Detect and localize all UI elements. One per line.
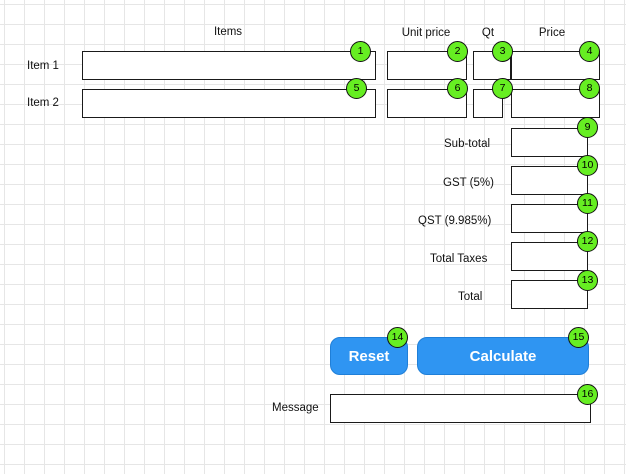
badge-12: 12 xyxy=(577,231,598,252)
qst-label: QST (9.985%) xyxy=(418,215,492,227)
header-qt: Qt xyxy=(481,27,495,39)
badge-5: 5 xyxy=(346,78,367,99)
item-2-label: Item 2 xyxy=(27,97,59,109)
total-field[interactable] xyxy=(511,280,588,309)
message-field[interactable] xyxy=(330,394,591,423)
message-label: Message xyxy=(272,402,319,414)
item-2-name-input[interactable] xyxy=(82,89,376,118)
badge-13: 13 xyxy=(577,270,598,291)
item-2-unit-price-input[interactable] xyxy=(387,89,467,118)
badge-10: 10 xyxy=(577,155,598,176)
subtotal-field[interactable] xyxy=(511,128,588,157)
badge-15: 15 xyxy=(568,327,589,348)
header-price: Price xyxy=(538,27,566,39)
calculate-button[interactable]: Calculate xyxy=(417,337,589,375)
header-unit-price: Unit price xyxy=(401,27,451,39)
badge-9: 9 xyxy=(577,117,598,138)
badge-7: 7 xyxy=(492,78,513,99)
subtotal-label: Sub-total xyxy=(444,138,491,150)
badge-6: 6 xyxy=(447,78,468,99)
header-items: Items xyxy=(213,26,243,38)
badge-11: 11 xyxy=(577,193,598,214)
total-taxes-label: Total Taxes xyxy=(430,253,488,265)
badge-1: 1 xyxy=(350,41,371,62)
badge-8: 8 xyxy=(579,78,600,99)
reset-button[interactable]: Reset xyxy=(330,337,408,375)
badge-16: 16 xyxy=(577,384,598,405)
total-taxes-field[interactable] xyxy=(511,242,588,271)
badge-4: 4 xyxy=(579,41,600,62)
badge-14: 14 xyxy=(387,327,408,348)
gst-label: GST (5%) xyxy=(443,177,494,189)
gst-field[interactable] xyxy=(511,166,588,195)
item-1-label: Item 1 xyxy=(27,60,59,72)
qst-field[interactable] xyxy=(511,204,588,233)
badge-3: 3 xyxy=(492,41,513,62)
total-label: Total xyxy=(458,291,483,303)
badge-2: 2 xyxy=(447,41,468,62)
item-1-name-input[interactable] xyxy=(82,51,376,80)
